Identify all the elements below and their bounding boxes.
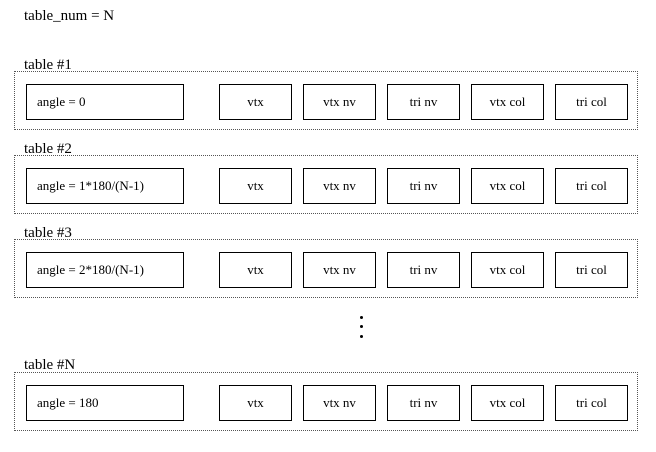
table-label-n: table #N: [24, 357, 76, 373]
tri-nv-box: tri nv: [387, 252, 460, 288]
table-group-1: angle = 0 vtx vtx nv tri nv vtx col tri …: [14, 71, 638, 130]
table-group-n: angle = 180 vtx vtx nv tri nv vtx col tr…: [14, 372, 638, 431]
table-label-2: table #2: [24, 141, 72, 157]
vtx-col-box: vtx col: [471, 168, 544, 204]
vtx-nv-box: vtx nv: [303, 252, 376, 288]
table-label-3: table #3: [24, 225, 72, 241]
vtx-box: vtx: [219, 252, 292, 288]
vertical-ellipsis-icon: [359, 316, 365, 342]
tri-col-box: tri col: [555, 168, 628, 204]
tri-nv-box: tri nv: [387, 168, 460, 204]
table-num-header: table_num = N: [24, 8, 115, 24]
tri-nv-box: tri nv: [387, 385, 460, 421]
tri-col-box: tri col: [555, 252, 628, 288]
tri-col-box: tri col: [555, 84, 628, 120]
angle-box-2: angle = 1*180/(N-1): [26, 168, 184, 204]
vtx-box: vtx: [219, 168, 292, 204]
vtx-nv-box: vtx nv: [303, 84, 376, 120]
angle-box-1: angle = 0: [26, 84, 184, 120]
tri-col-box: tri col: [555, 385, 628, 421]
vtx-box: vtx: [219, 385, 292, 421]
vtx-col-box: vtx col: [471, 385, 544, 421]
vtx-nv-box: vtx nv: [303, 168, 376, 204]
vtx-box: vtx: [219, 84, 292, 120]
table-group-2: angle = 1*180/(N-1) vtx vtx nv tri nv vt…: [14, 155, 638, 214]
table-group-3: angle = 2*180/(N-1) vtx vtx nv tri nv vt…: [14, 239, 638, 298]
vtx-col-box: vtx col: [471, 252, 544, 288]
table-label-1: table #1: [24, 57, 72, 73]
angle-box-3: angle = 2*180/(N-1): [26, 252, 184, 288]
vtx-nv-box: vtx nv: [303, 385, 376, 421]
tri-nv-box: tri nv: [387, 84, 460, 120]
angle-box-n: angle = 180: [26, 385, 184, 421]
vtx-col-box: vtx col: [471, 84, 544, 120]
